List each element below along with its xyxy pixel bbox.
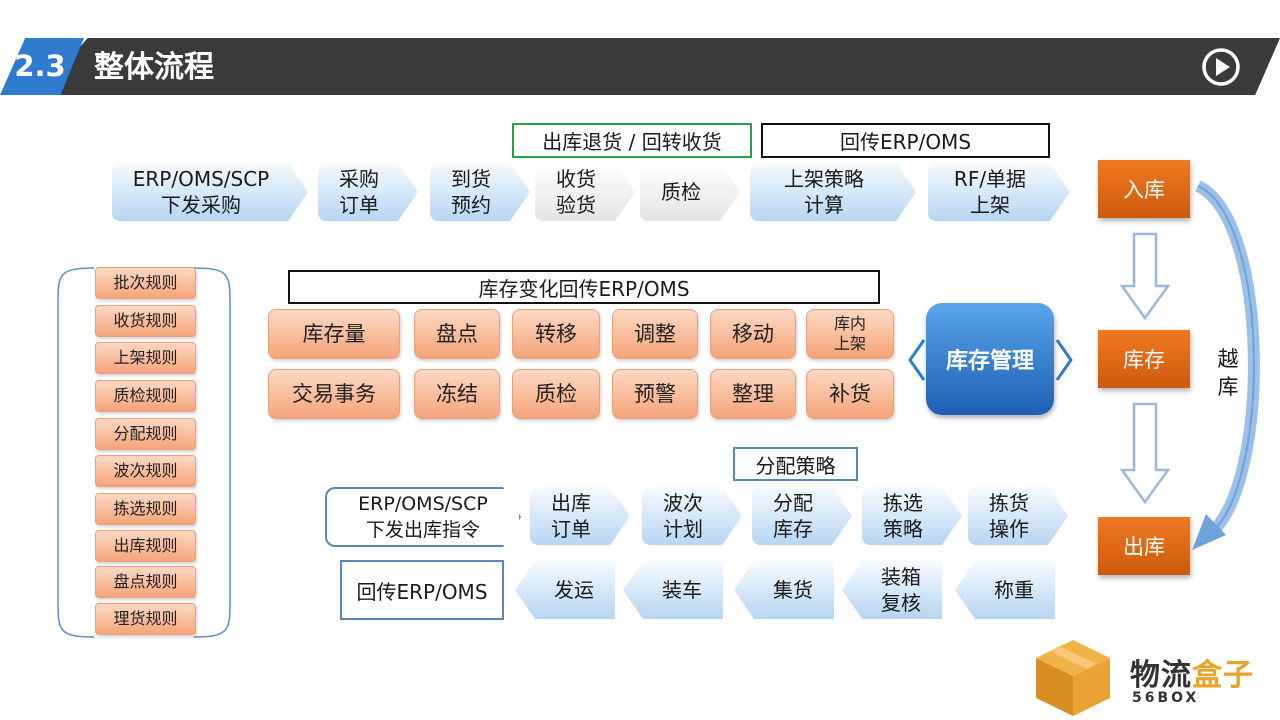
inbound-callback-label: 回传ERP/OMS	[761, 123, 1050, 158]
rule-item: 出库规则	[95, 530, 196, 562]
inventory-function: 交易事务	[268, 369, 400, 419]
inbound-step: 采购 订单	[318, 163, 418, 221]
cross-dock-label: 越 库	[1217, 347, 1239, 399]
inventory-function: 库存量	[268, 309, 400, 359]
outbound-step: 拣选 策略	[862, 487, 962, 545]
down-arrow-icon	[1120, 232, 1170, 321]
rule-item: 理货规则	[95, 603, 196, 635]
rule-item: 质检规则	[95, 380, 196, 412]
rule-item: 收货规则	[95, 305, 196, 337]
inventory-callback-label: 库存变化回传ERP/OMS	[288, 270, 880, 304]
rule-item: 波次规则	[95, 455, 196, 487]
outbound-callback-box: 回传ERP/OMS	[340, 560, 504, 620]
rule-item: 盘点规则	[95, 566, 196, 598]
inventory-function: 盘点	[414, 309, 500, 359]
inventory-function: 冻结	[414, 369, 500, 419]
chevron-left-icon	[908, 339, 926, 381]
down-arrow-icon	[1120, 402, 1170, 505]
stage-inventory: 库存	[1098, 330, 1190, 388]
logo-cube-icon	[1036, 640, 1110, 716]
inventory-function: 转移	[512, 309, 600, 359]
logo-text: 物流盒子	[1130, 658, 1254, 693]
rules-bracket	[57, 267, 231, 638]
section-number: 2.3	[14, 49, 66, 83]
inventory-function: 预警	[612, 369, 698, 419]
inbound-step: ERP/OMS/SCP 下发采购	[112, 163, 308, 221]
outbound-return-step: 装车	[623, 561, 723, 619]
outbound-step: 分配 库存	[752, 487, 852, 545]
chevron-right-icon	[1055, 339, 1073, 381]
outbound-step: ERP/OMS/SCP 下发出库指令	[325, 487, 521, 547]
stage-inbound: 入库	[1098, 160, 1190, 218]
inventory-function: 质检	[512, 369, 600, 419]
inbound-step: 上架策略 计算	[750, 163, 916, 221]
rule-item: 批次规则	[95, 267, 196, 299]
rule-item: 分配规则	[95, 418, 196, 450]
outbound-step: 波次 计划	[642, 487, 742, 545]
cross-dock-arrow-icon	[1192, 180, 1260, 550]
outbound-step: 拣货 操作	[968, 487, 1068, 545]
inventory-management-button[interactable]: 库存管理	[926, 303, 1054, 415]
outbound-return-step: 集货	[734, 561, 834, 619]
header-bar	[38, 38, 1280, 95]
outbound-return-step: 称重	[955, 561, 1055, 619]
inventory-function: 调整	[612, 309, 698, 359]
inventory-function: 库内 上架	[806, 309, 894, 359]
inbound-step: 收货 验货	[535, 163, 635, 221]
page-title: 整体流程	[94, 50, 214, 85]
inbound-step: RF/单据 上架	[928, 163, 1070, 221]
play-icon[interactable]	[1201, 47, 1241, 87]
inventory-function: 移动	[710, 309, 796, 359]
stage-outbound: 出库	[1098, 517, 1190, 575]
inbound-step: 质检	[640, 163, 740, 221]
inbound-step: 到货 预约	[430, 163, 530, 221]
inventory-function: 补货	[806, 369, 894, 419]
rule-item: 拣选规则	[95, 493, 196, 525]
rule-item: 上架规则	[95, 342, 196, 374]
logo-subtitle: 56BOX	[1132, 690, 1200, 706]
inventory-function: 整理	[710, 369, 796, 419]
outbound-return-step: 发运	[515, 561, 615, 619]
allocation-strategy-label: 分配策略	[733, 447, 858, 481]
outbound-return-step: 装箱 复核	[842, 561, 942, 619]
outbound-step: 出库 订单	[530, 487, 630, 545]
return-receiving-label: 出库退货 / 回转收货	[512, 123, 752, 158]
